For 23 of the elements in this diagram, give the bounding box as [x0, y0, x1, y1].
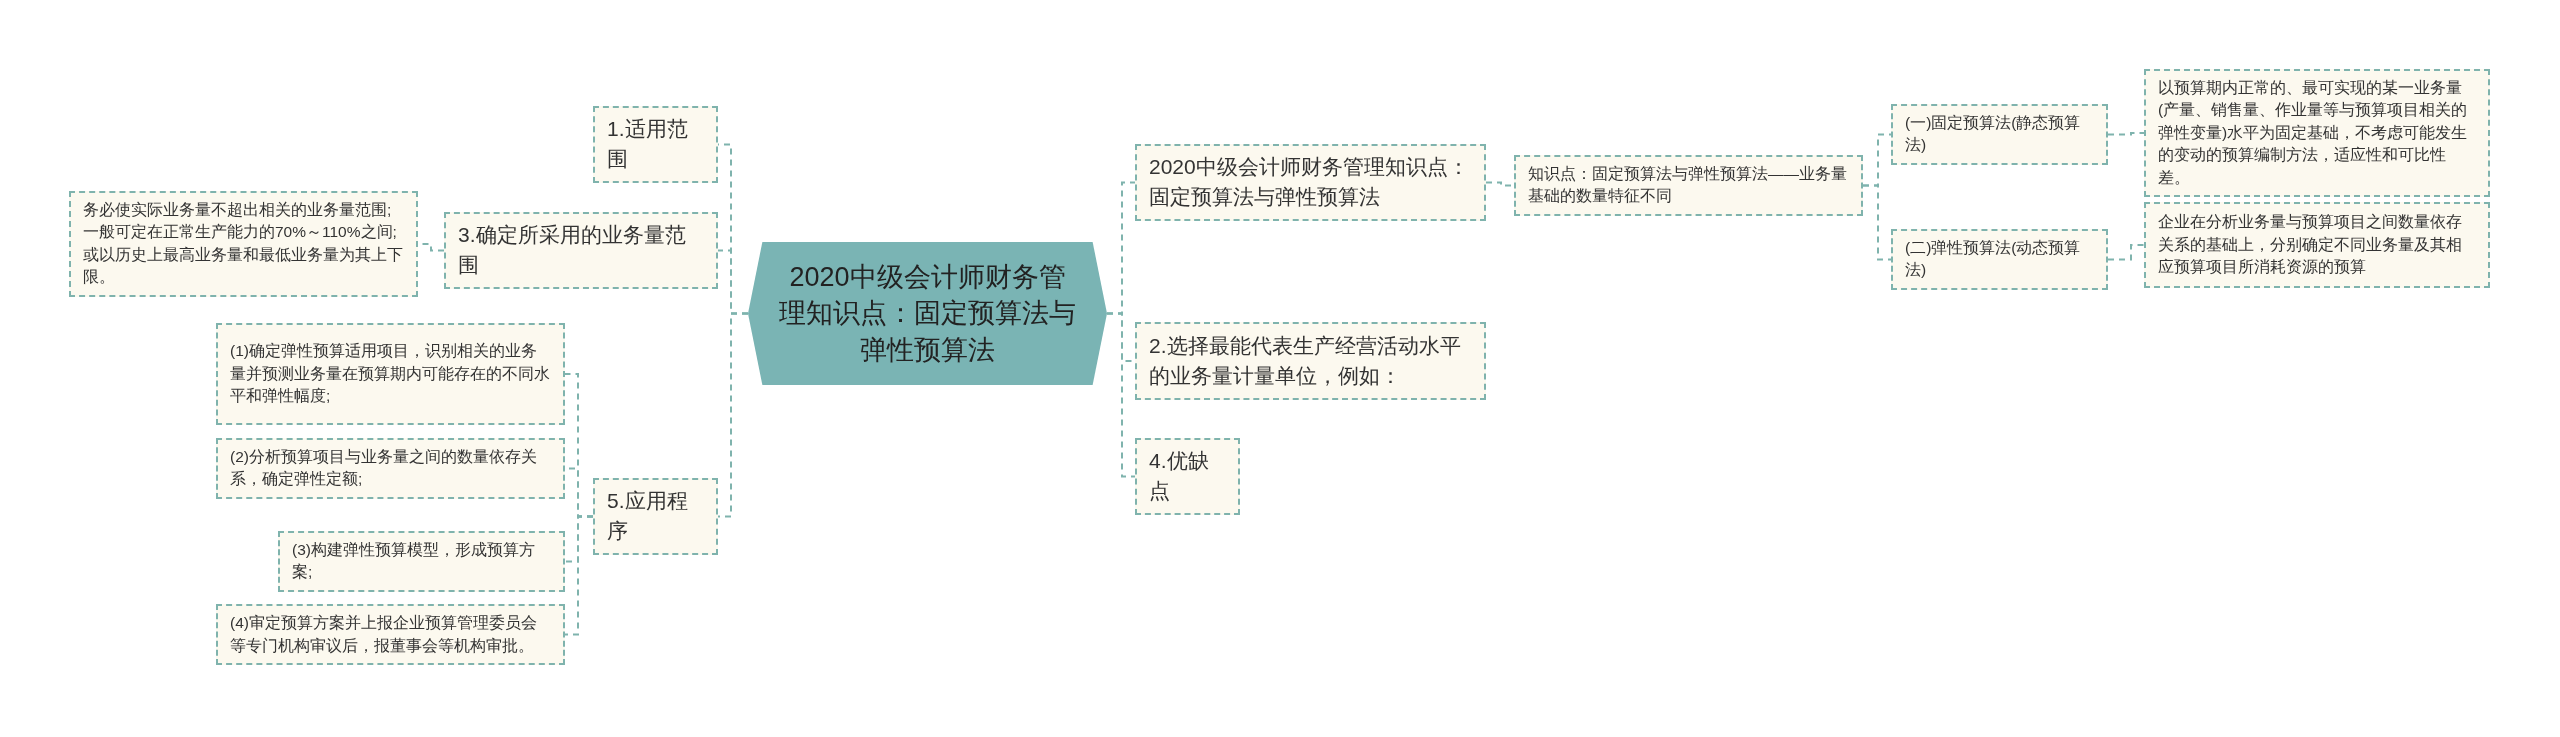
topic-box: 以预算期内正常的、最可实现的某一业务量(产量、销售量、作业量等与预算项目相关的弹性变量)水平为固定基础，不考虑可能发生的变动的预算编制方法，适应性和可比性差。 — [2144, 69, 2490, 198]
topic-box: (3)构建弹性预算模型，形成预算方案; — [278, 531, 565, 592]
topic-box: (一)固定预算法(静态预算法) — [1891, 104, 2108, 165]
topic-box: 企业在分析业务量与预算项目之间数量依存关系的基础上，分别确定不同业务量及其相应预算项目所消耗资源的预算 — [2144, 202, 2490, 288]
connector-line — [564, 515, 594, 636]
connector-line — [2107, 132, 2145, 136]
topic-box: 5.应用程序 — [593, 478, 718, 555]
connector-line — [2107, 244, 2145, 261]
topic-box: 2.选择最能代表生产经营活动水平的业务量计量单位，例如： — [1135, 322, 1486, 400]
topic-box: (二)弹性预算法(动态预算法) — [1891, 229, 2108, 290]
topic-box: 2020中级会计师财务管理知识点：固定预算法与弹性预算法 — [1135, 144, 1486, 221]
topic-box: 1.适用范围 — [593, 106, 718, 183]
topic-box: 知识点：固定预算法与弹性预算法——业务量基础的数量特征不同 — [1514, 155, 1863, 216]
topic-box: (4)审定预算方案并上报企业预算管理委员会等专门机构审议后，报董事会等机构审批。 — [216, 604, 565, 665]
topic-box: 务必使实际业务量不超出相关的业务量范围; 一般可定在正常生产能力的70%～110%之间; 或以历史上最高业务量和最低业务量为其上下限。 — [69, 191, 418, 297]
connector-line — [1106, 312, 1136, 478]
topic-box: (2)分析预算项目与业务量之间的数量依存关系，确定弹性定额; — [216, 438, 565, 499]
topic-box: 4.优缺点 — [1135, 438, 1240, 515]
topic-box: 3.确定所采用的业务量范围 — [444, 212, 718, 289]
central-topic: 2020中级会计师财务管理知识点：固定预算法与弹性预算法 — [748, 242, 1107, 385]
connector-line — [1862, 184, 1892, 261]
topic-box: (1)确定弹性预算适用项目，识别相关的业务量并预测业务量在预算期内可能存在的不同水平和弹性幅度; — [216, 323, 565, 425]
connector-line — [717, 312, 749, 518]
